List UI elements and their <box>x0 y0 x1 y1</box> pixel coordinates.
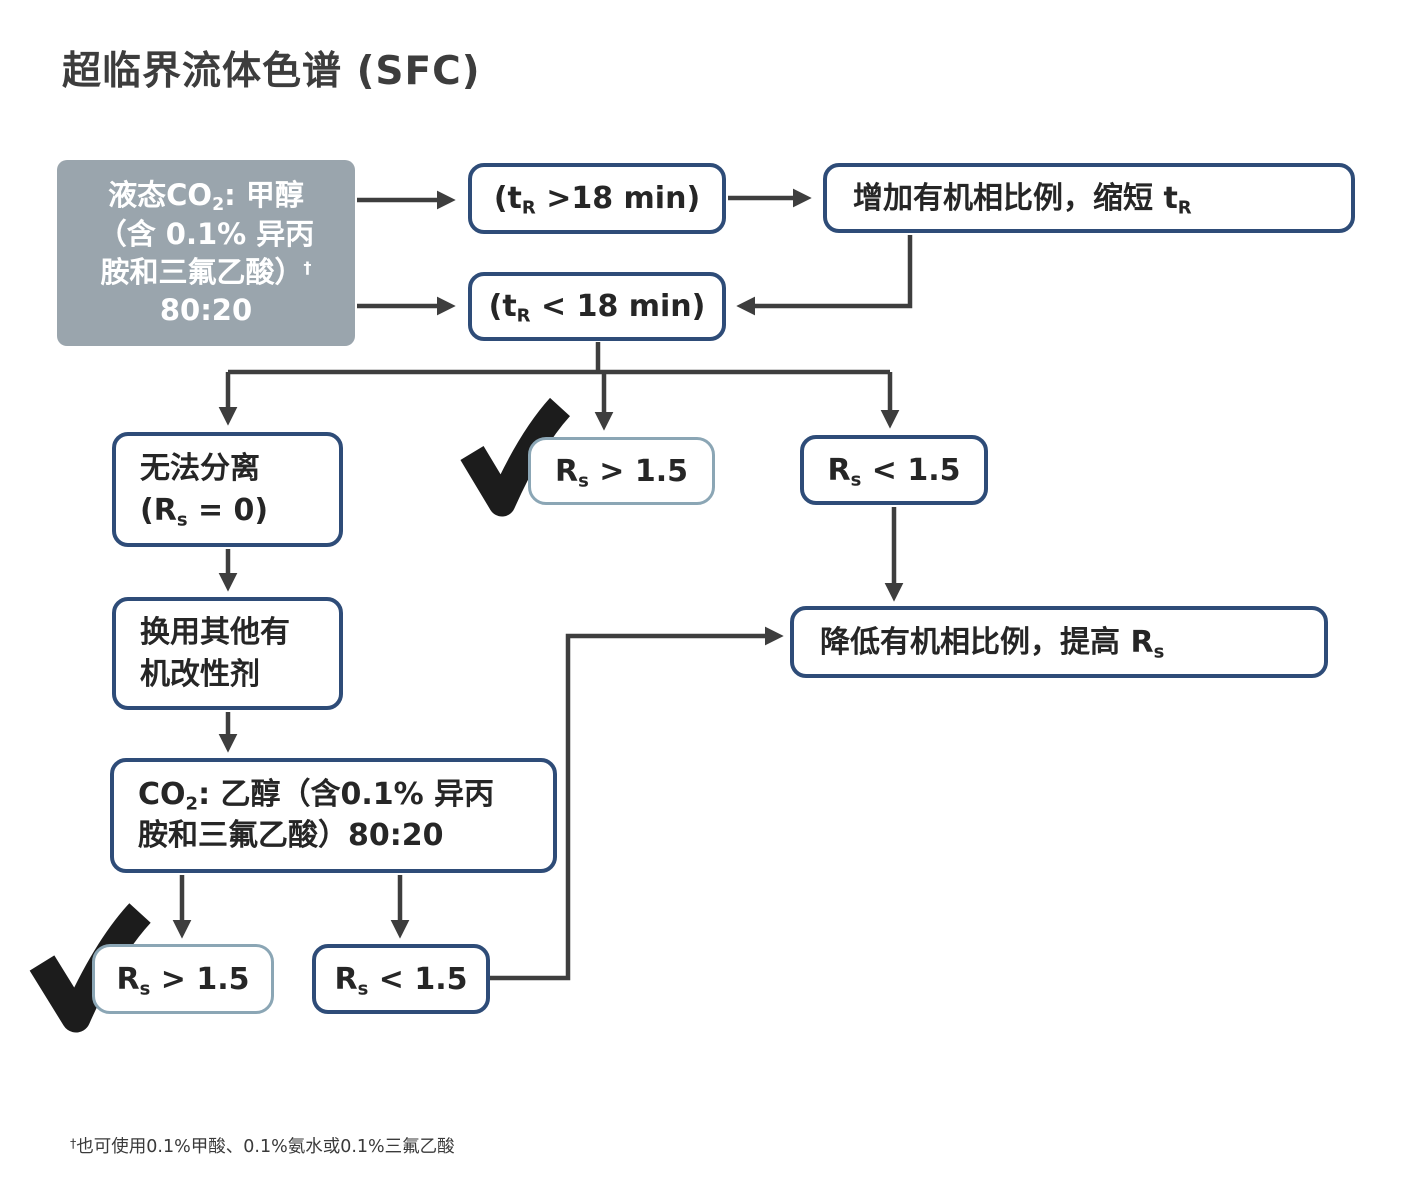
rs-lt-15-mid-label: Rs < 1.5 <box>827 452 961 490</box>
no-separation-label: 无法分离 (Rs = 0) <box>140 450 269 530</box>
distributor-line <box>228 342 890 375</box>
co2-ethanol-label: CO2: 乙醇（含0.1% 异丙 胺和三氟乙酸）80:20 <box>138 777 495 853</box>
rs-lt-15-bot-label: Rs < 1.5 <box>334 961 468 999</box>
tr-gt-18-label: (tR >18 min) <box>493 181 701 219</box>
lower-organic-label: 降低有机相比例，提高 Rs <box>820 624 1165 662</box>
arrow-rslt15bot-to-lower <box>490 626 784 981</box>
change-modifier-label: 换用其他有 机改性剂 <box>140 614 290 692</box>
no-separation-box: 无法分离 (Rs = 0) <box>112 432 343 547</box>
increase-organic-box: 增加有机相比例，缩短 tR <box>823 163 1355 233</box>
rs-gt-15-bot-label: Rs > 1.5 <box>116 961 250 999</box>
footnote-text: 也可使用0.1%甲酸、0.1%氨水或0.1%三氟乙酸 <box>76 1137 455 1157</box>
lower-organic-box: 降低有机相比例，提高 Rs <box>790 606 1328 678</box>
checkmark-icon <box>460 397 571 517</box>
rs-gt-15-mid-label: Rs > 1.5 <box>555 453 688 491</box>
tr-gt-18-box: (tR >18 min) <box>468 163 726 234</box>
page-title: 超临界流体色谱 (SFC) <box>62 49 481 94</box>
rs-lt-15-bot-box: Rs < 1.5 <box>312 944 490 1014</box>
arrow-increase-to-trlt18 <box>736 235 913 316</box>
footnote: †也可使用0.1%甲酸、0.1%氨水或0.1%三氟乙酸 <box>70 1133 455 1158</box>
co2-ethanol-box: CO2: 乙醇（含0.1% 异丙 胺和三氟乙酸）80:20 <box>110 758 557 873</box>
footnote-dagger: † <box>70 1135 77 1151</box>
increase-organic-label: 增加有机相比例，缩短 tR <box>853 180 1192 218</box>
rs-gt-15-mid-box: Rs > 1.5 <box>528 437 715 505</box>
tr-lt-18-box: (tR < 18 min) <box>468 272 726 341</box>
start-mobile-phase-text: 液态CO2: 甲醇 （含 0.1% 异丙 胺和三氟乙酸）† 80:20 <box>97 178 315 328</box>
rs-gt-15-bot-box: Rs > 1.5 <box>92 944 274 1014</box>
change-modifier-box: 换用其他有 机改性剂 <box>112 597 343 710</box>
start-mobile-phase-box: 液态CO2: 甲醇 （含 0.1% 异丙 胺和三氟乙酸）† 80:20 <box>57 160 355 346</box>
tr-lt-18-label: (tR < 18 min) <box>488 289 706 327</box>
rs-lt-15-mid-box: Rs < 1.5 <box>800 435 988 505</box>
